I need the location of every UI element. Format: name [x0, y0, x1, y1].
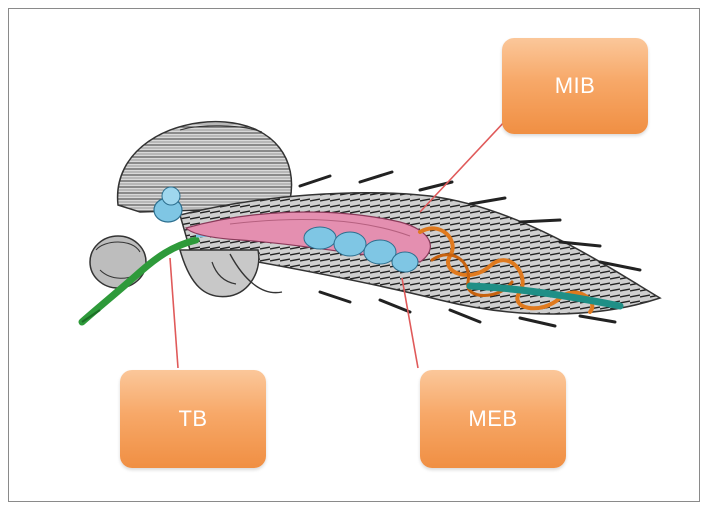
- label-meb: MEB: [420, 370, 566, 468]
- pointer-line-tb: [170, 258, 178, 368]
- thorax: [118, 122, 292, 212]
- label-mib-text: MIB: [555, 73, 596, 99]
- pointer-line-mib: [420, 120, 506, 212]
- label-meb-text: MEB: [468, 406, 517, 432]
- head: [90, 236, 146, 288]
- label-tb-text: TB: [178, 406, 207, 432]
- label-tb: TB: [120, 370, 266, 468]
- label-mib: MIB: [502, 38, 648, 134]
